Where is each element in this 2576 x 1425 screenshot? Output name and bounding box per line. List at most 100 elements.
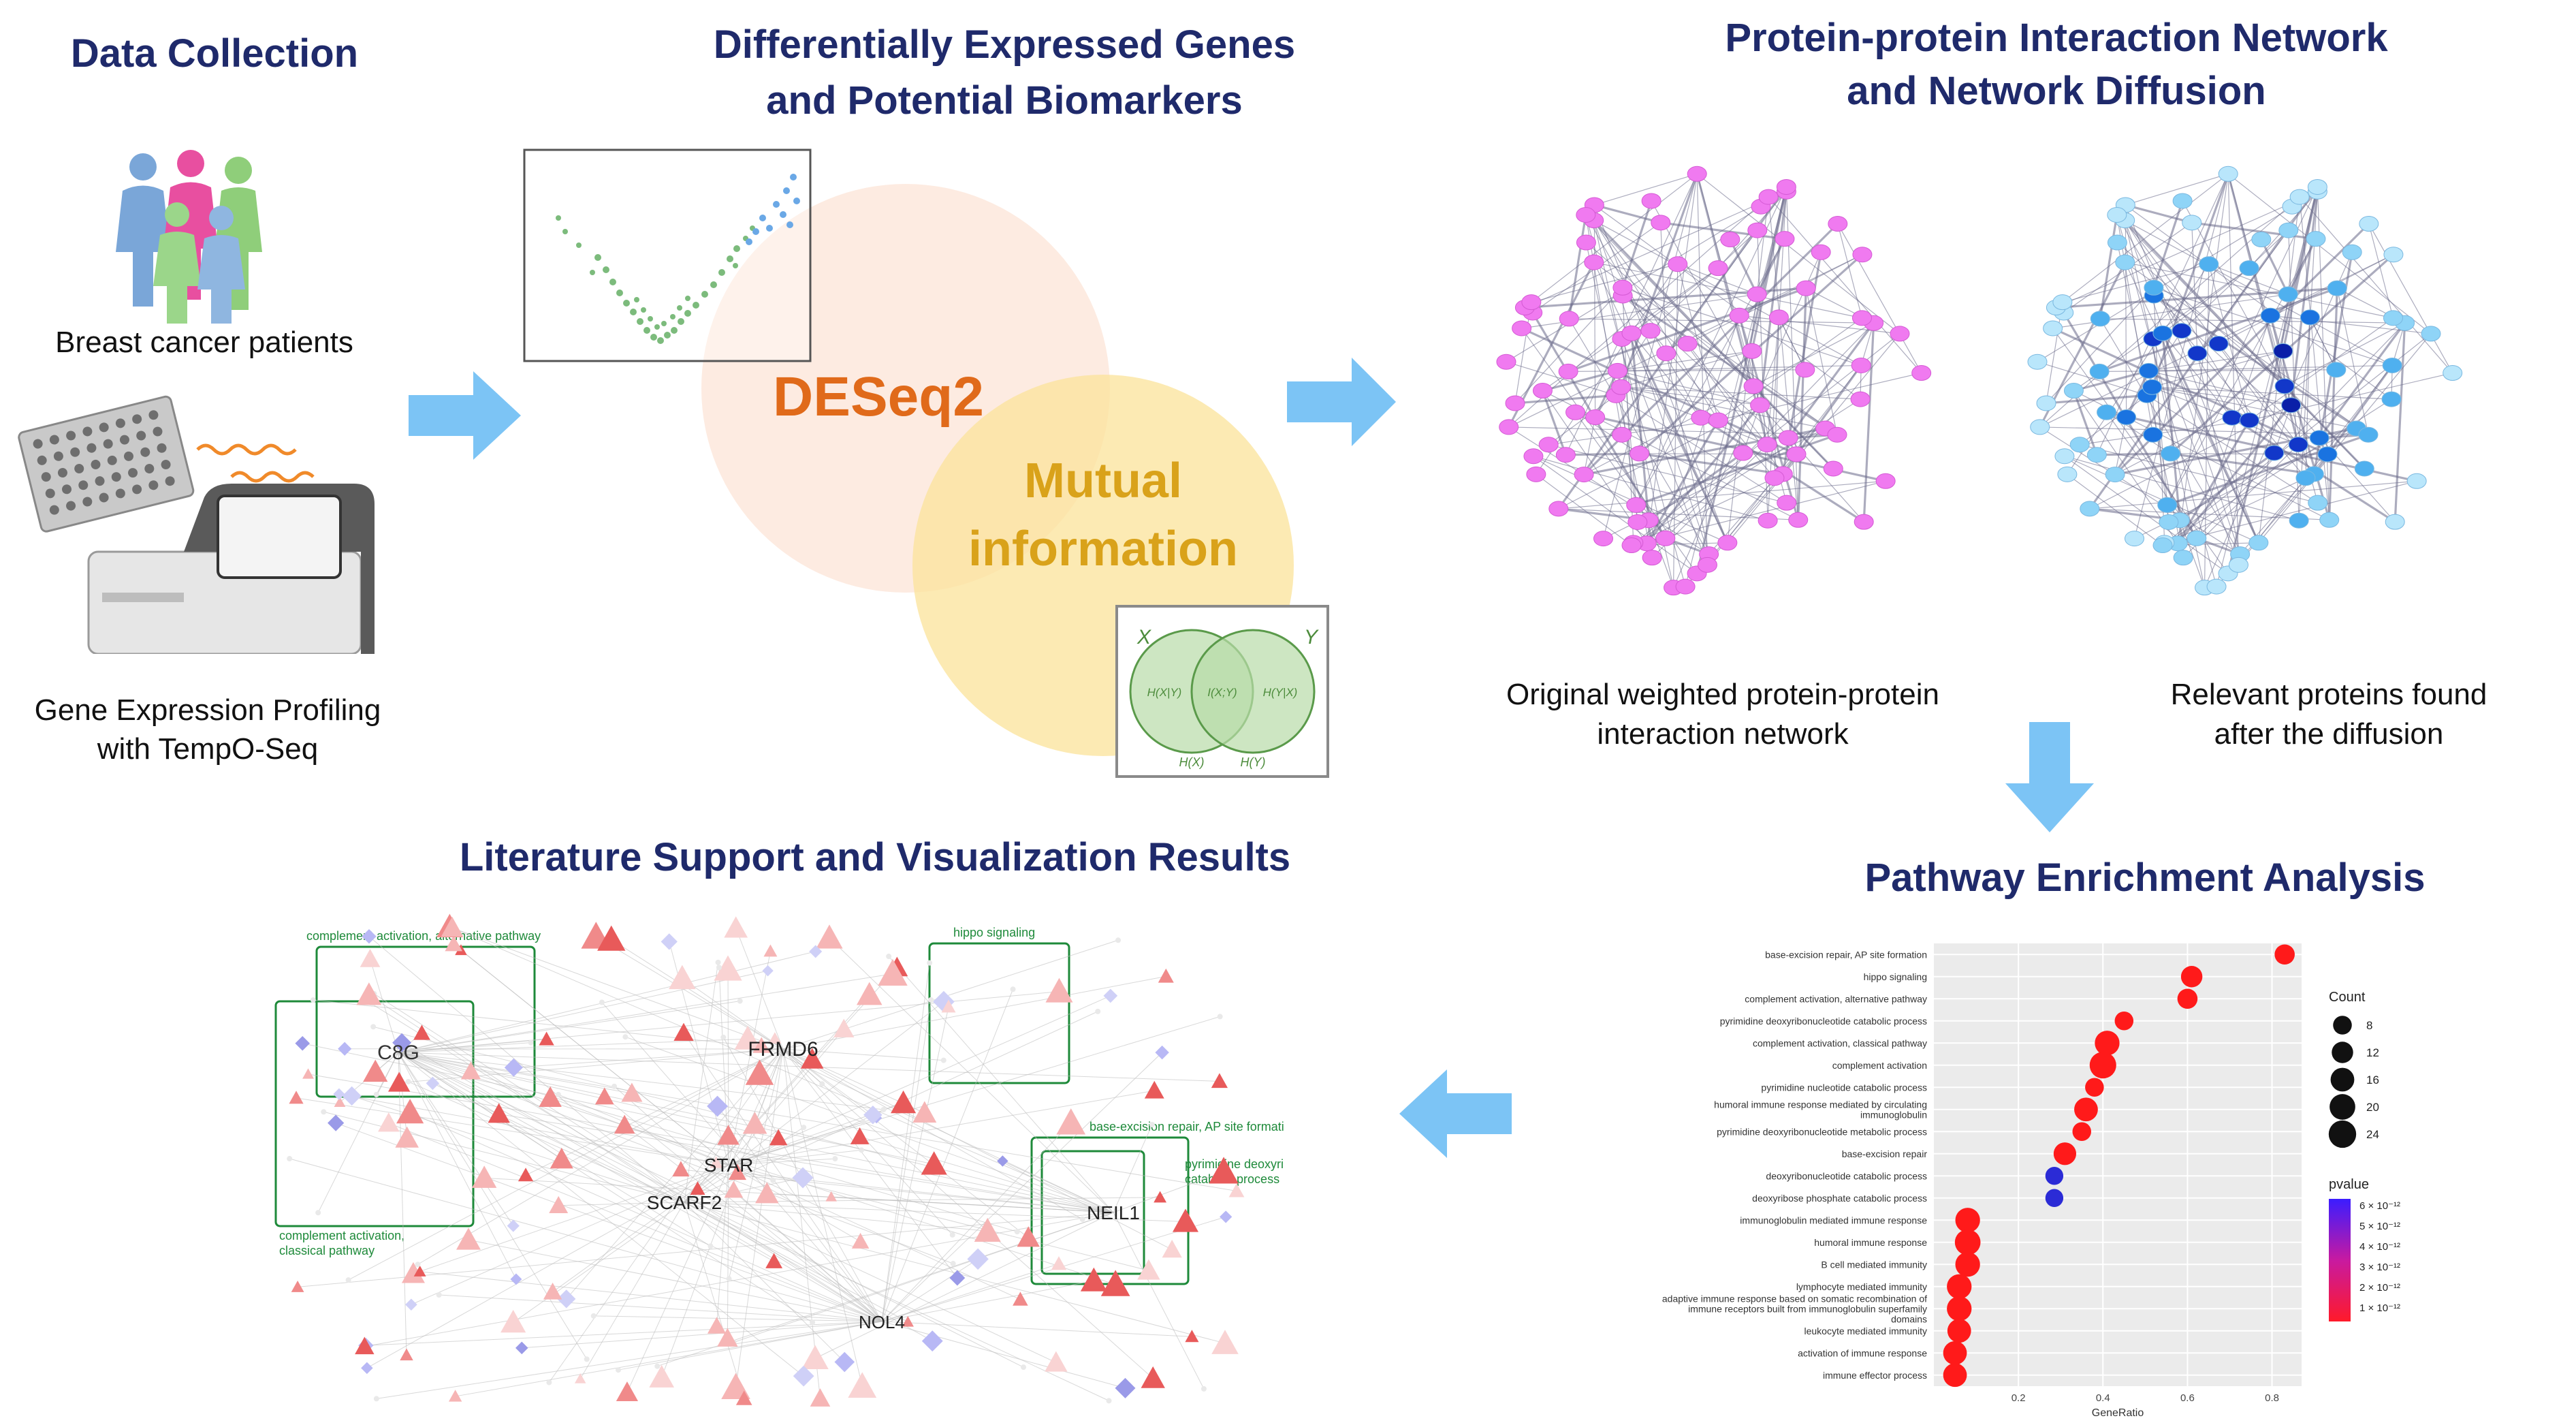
gene-edge (881, 1321, 1192, 1337)
protein-node (2172, 193, 2193, 209)
ppi-edge (1650, 230, 1758, 332)
gene-edge (881, 1258, 979, 1322)
sequencer-illustration (18, 395, 375, 654)
protein-node (2358, 426, 2379, 443)
category-label: humoral immune response mediated by circ… (1714, 1099, 1927, 1120)
protein-node (2239, 260, 2259, 277)
protein-node (1565, 404, 1586, 420)
gene-edge (684, 1001, 944, 1203)
gene-node-triangle (1141, 1366, 1165, 1388)
gene-node-triangle (539, 1031, 554, 1046)
enrichment-point (2180, 966, 2203, 988)
ppi-edge (2167, 187, 2318, 505)
protein-node (1656, 345, 1676, 362)
protein-node (1576, 207, 1596, 223)
legend-count-dot (2328, 1120, 2357, 1148)
protein-node (2309, 430, 2329, 446)
ppi-edge (1665, 322, 1875, 539)
protein-node (1607, 362, 1627, 379)
gene-edge (513, 1202, 685, 1323)
gene-node-small (832, 1156, 838, 1162)
enrichment-point (1943, 1341, 1967, 1365)
protein-node (2208, 336, 2229, 352)
ppi-title-line1: Protein-protein Interaction Network (1725, 16, 2388, 60)
ppi-edge (1759, 191, 1787, 405)
gene-node-triangle (735, 1390, 752, 1405)
gene-edge (338, 1093, 729, 1165)
ppi-edge (1622, 295, 1797, 455)
gene-edge (313, 999, 784, 1050)
gene-node-diamond (426, 1076, 440, 1091)
gene-node-triangle (745, 1059, 774, 1085)
ppi-edge (1594, 173, 1698, 206)
gene-node-triangle (816, 924, 843, 949)
gene-node-triangle (714, 955, 742, 981)
gene-edge (398, 1052, 588, 1360)
ppi-edge (1672, 264, 1679, 588)
gene-edge (298, 1212, 1114, 1287)
gene-edge (735, 1048, 784, 1388)
gene-node-small (927, 960, 933, 966)
protein-node (2057, 466, 2078, 482)
venn-mid-label: I(X;Y) (1207, 686, 1237, 699)
protein-node (1675, 578, 1696, 595)
gene-node-small (886, 954, 892, 960)
gene-edge (408, 1081, 685, 1203)
enrichment-point (2053, 1142, 2077, 1165)
protein-node (1655, 530, 1676, 546)
gene-edge (614, 1086, 882, 1322)
gene-node-small (310, 997, 316, 1003)
gene-node-triangle (441, 916, 464, 937)
gene-edge (398, 1052, 407, 1356)
category-label: pyrimidine deoxyribonucleotide metabolic… (1717, 1126, 1927, 1137)
protein-node (1612, 426, 1632, 443)
ber-label: base-excision repair, AP site formation (1090, 1120, 1284, 1133)
literature-network: complement activation, alternative pathw… (274, 913, 1284, 1407)
gene-edge (881, 1263, 1060, 1322)
ppi-left-caption-line2: interaction network (1597, 717, 1849, 751)
gene-node-small (1079, 1216, 1085, 1222)
gene-node-triangle (488, 1103, 510, 1123)
ppi-edge (2089, 508, 2329, 520)
x-tick-label: 0.2 (2011, 1392, 2026, 1404)
protein-node (1621, 537, 1642, 554)
mutual-label-line1: Mutual (1024, 454, 1182, 508)
gene-edge (782, 1048, 1173, 1250)
ppi-edge (1660, 222, 1667, 354)
gene-node-diamond (342, 1086, 362, 1106)
gene-edge (782, 1048, 1083, 1220)
protein-node (2090, 311, 2110, 327)
ppi-edge (2260, 238, 2289, 295)
legend-pvalue-label: 3 × 10⁻¹² (2359, 1262, 2400, 1273)
gene-edge (372, 1003, 882, 1322)
ppi-edge (2208, 264, 2289, 295)
ppi-edge (2204, 264, 2210, 588)
gene-edge (453, 943, 729, 1165)
category-label: lymphocyte mediated immunity (1796, 1281, 1927, 1292)
gene-node-diamond (328, 1114, 345, 1131)
gene-edge (728, 1016, 1220, 1165)
gene-edge (451, 927, 784, 1050)
gene-node-triangle (400, 1348, 413, 1361)
gene-edge (398, 1052, 774, 1262)
protein-node (1717, 535, 1738, 551)
legend-count-label: 20 (2366, 1101, 2379, 1114)
legend-pvalue-bar (2329, 1199, 2351, 1321)
gene-edge (432, 1082, 685, 1203)
protein-node (1642, 550, 1662, 566)
ppi-edge (2287, 238, 2317, 295)
gene-node-triangle (396, 1099, 424, 1124)
gene-node-diamond (333, 1088, 345, 1100)
gene-node-triangle (669, 965, 696, 990)
gene-node-small (810, 1319, 816, 1326)
protein-node (2027, 354, 2048, 370)
box-classical-pathway (274, 1000, 475, 1227)
protein-node (2161, 445, 2181, 462)
protein-node (1747, 286, 1767, 302)
category-label: activation of immune response (1798, 1347, 1927, 1358)
ppi-edge (2162, 268, 2250, 334)
gene-node-triangle (941, 999, 956, 1013)
gene-node-small (770, 1177, 776, 1183)
pathway-title: Pathway Enrichment Analysis (1864, 856, 2426, 900)
legend-count-label: 16 (2366, 1074, 2379, 1086)
